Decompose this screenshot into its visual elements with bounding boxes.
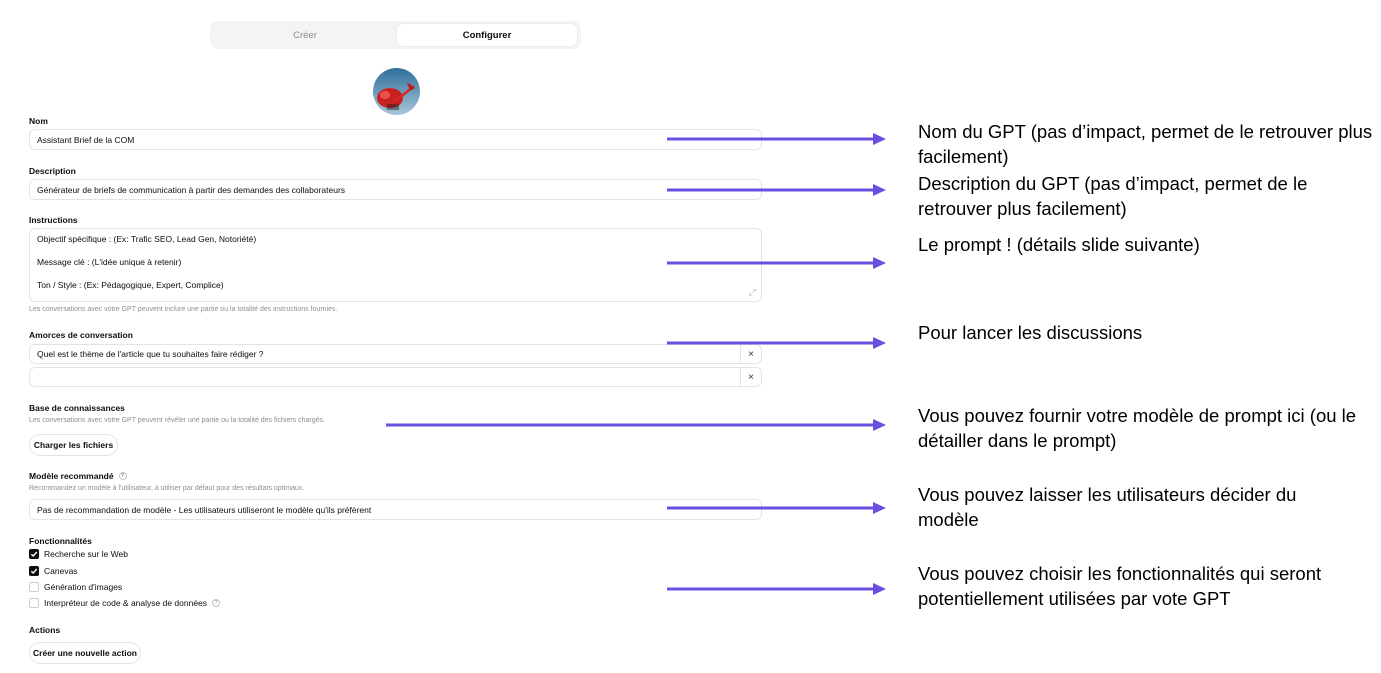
starters-label: Amorces de conversation: [29, 330, 133, 340]
model-note: Vous pouvez laisser les utilisateurs déc…: [918, 484, 1297, 530]
knowledge-note: Vous pouvez fournir votre modèle de prom…: [918, 405, 1357, 451]
arrow-icon: [667, 337, 886, 349]
starter-text: Quel est le thème de l'article que tu so…: [37, 349, 264, 359]
instructions-textarea[interactable]: Objectif spécifique : (Ex: Trafic SEO, L…: [29, 228, 762, 302]
checkbox-unchecked-icon[interactable]: [29, 598, 39, 608]
instructions-note: Le prompt ! (détails slide suivante): [918, 234, 1200, 255]
tab-switcher: Créer Configurer: [210, 21, 581, 49]
model-select[interactable]: Pas de recommandation de modèle - Les ut…: [29, 499, 762, 520]
upload-files-button[interactable]: Charger les fichiers: [29, 434, 118, 456]
starter-input-1[interactable]: Quel est le thème de l'article que tu so…: [29, 344, 762, 364]
remove-starter-icon[interactable]: ×: [740, 345, 761, 363]
model-label-row: Modèle recommandé ?: [29, 471, 127, 481]
actions-label: Actions: [29, 625, 61, 635]
resize-icon[interactable]: ⤢: [748, 287, 756, 297]
checkbox-checked-icon[interactable]: [29, 549, 39, 559]
model-label: Modèle recommandé: [29, 471, 114, 481]
arrow-icon: [667, 257, 886, 269]
instructions-line: Message clé : (L'idée unique à retenir): [37, 257, 182, 267]
tab-create[interactable]: Créer: [293, 29, 317, 41]
model-hint: Recommandez un modèle à l'utilisateur, à…: [29, 485, 305, 492]
description-label: Description: [29, 166, 76, 176]
checkbox-unchecked-icon[interactable]: [29, 582, 39, 592]
arrow-icon: [667, 502, 886, 514]
arrow-icon: [667, 133, 886, 145]
starter-input-2[interactable]: ×: [29, 367, 762, 387]
name-label: Nom: [29, 116, 48, 126]
description-note: Description du GPT (pas d’impact, permet…: [918, 173, 1308, 219]
create-action-button[interactable]: Créer une nouvelle action: [29, 642, 141, 664]
arrow-icon: [386, 419, 886, 431]
gpt-avatar[interactable]: [373, 68, 420, 115]
arrow-icon: [667, 583, 886, 595]
instructions-line: Ton / Style : (Ex: Pédagogique, Expert, …: [37, 280, 224, 290]
description-input[interactable]: Générateur de briefs de communication à …: [29, 179, 762, 200]
capability-label: Recherche sur le Web: [44, 549, 128, 559]
checkbox-checked-icon[interactable]: [29, 566, 39, 576]
avatar-image: [373, 68, 420, 115]
help-icon[interactable]: ?: [118, 472, 127, 480]
starters-note: Pour lancer les discussions: [918, 322, 1143, 343]
name-note: Nom du GPT (pas d’impact, permet de le r…: [918, 121, 1373, 167]
capability-code-interpreter[interactable]: Interpréteur de code & analyse de donnée…: [29, 598, 221, 608]
arrow-icon: [667, 184, 886, 196]
capability-canvas[interactable]: Canevas: [29, 566, 78, 576]
remove-starter-icon[interactable]: ×: [740, 368, 761, 386]
help-icon[interactable]: ?: [212, 599, 221, 607]
tab-configure[interactable]: Configurer: [397, 24, 577, 46]
instructions-hint: Les conversations avec votre GPT peuvent…: [29, 306, 338, 313]
capability-image-generation[interactable]: Génération d'images: [29, 582, 122, 592]
knowledge-hint: Les conversations avec votre GPT peuvent…: [29, 417, 325, 424]
capability-web-search[interactable]: Recherche sur le Web: [29, 549, 128, 559]
capability-label: Canevas: [44, 566, 78, 576]
capabilities-note: Vous pouvez choisir les fonctionnalités …: [918, 563, 1322, 609]
instructions-line: Objectif spécifique : (Ex: Trafic SEO, L…: [37, 234, 257, 244]
name-input[interactable]: Assistant Brief de la COM: [29, 129, 762, 150]
capability-label: Interpréteur de code & analyse de donnée…: [44, 598, 208, 608]
knowledge-label: Base de connaissances: [29, 403, 125, 413]
capabilities-label: Fonctionnalités: [29, 536, 92, 546]
instructions-label: Instructions: [29, 215, 78, 225]
capability-label: Génération d'images: [44, 582, 123, 592]
